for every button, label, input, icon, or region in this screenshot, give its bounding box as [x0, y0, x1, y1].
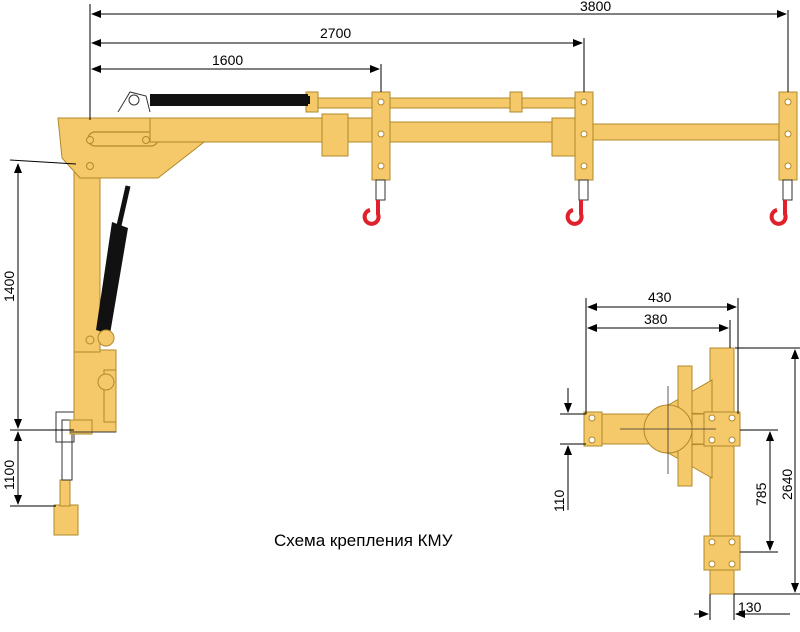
hook-station-3800 — [769, 91, 798, 226]
column-base — [69, 349, 117, 435]
boom-cylinder — [150, 94, 310, 106]
outrigger-foot — [53, 411, 79, 536]
dim-430: 430 — [648, 289, 672, 305]
side-view-dimensions — [9, 4, 789, 507]
hook-icon — [362, 200, 381, 226]
mounting-frame-plan — [583, 347, 741, 595]
diagram-caption: Схема крепления КМУ — [274, 531, 453, 550]
dim-785: 785 — [753, 482, 769, 506]
hook-station-2700 — [565, 91, 594, 226]
hook-icon — [565, 200, 584, 226]
dim-1400: 1400 — [1, 271, 17, 302]
dim-1100: 1100 — [1, 460, 17, 490]
hook-station-1600 — [362, 91, 391, 226]
crane-side-view — [53, 91, 798, 536]
dim-110: 110 — [551, 489, 567, 512]
dim-2700: 2700 — [320, 25, 351, 41]
crane-column — [73, 159, 101, 353]
dim-380: 380 — [644, 311, 668, 327]
dim-2640: 2640 — [779, 469, 795, 500]
plan-view-dimensions — [560, 298, 800, 620]
dim-1600: 1600 — [212, 52, 243, 68]
lift-cylinder — [96, 185, 131, 347]
dim-130: 130 — [738, 599, 762, 615]
hook-icon — [769, 200, 788, 226]
dim-3800: 3800 — [580, 0, 611, 14]
